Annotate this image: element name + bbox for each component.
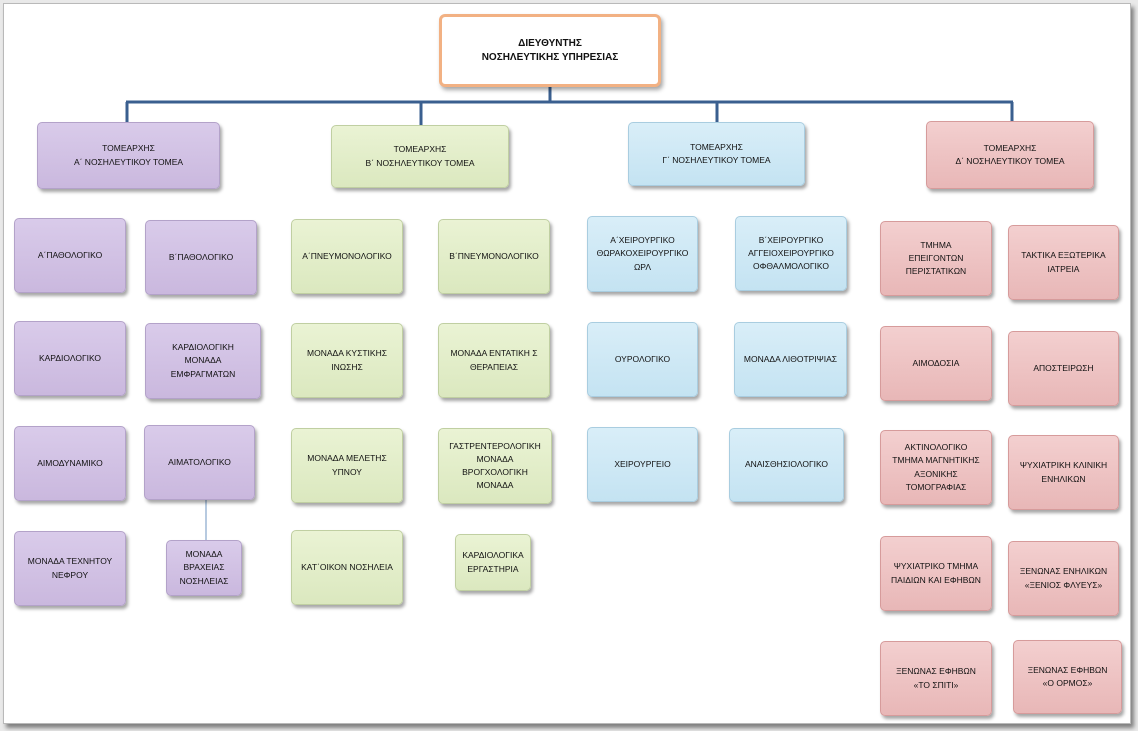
unit-b-pulmonology-2: Β΄ΠΝΕΥΜΟΝΟΛΟΓΙΚΟ bbox=[438, 219, 550, 294]
unit-coronary-care: ΚΑΡΔΙΟΛΟΓΙΚΗ ΜΟΝΑΔΑ ΕΜΦΡΑΓΜΑΤΩΝ bbox=[145, 323, 261, 399]
unit-radiology: ΑΚΤΙΝΟΛΟΓΙΚΟ ΤΜΗΜΑ ΜΑΓΝΗΤΙΚΗΣ ΑΞΟΝΙΚΗΣ Τ… bbox=[880, 430, 992, 505]
unit-haematology: ΑΙΜΑΤΟΛΟΓΙΚΟ bbox=[144, 425, 255, 500]
unit-urology: ΟΥΡΟΛΟΓΙΚΟ bbox=[587, 322, 698, 397]
unit-c-surgery-2: Β΄ΧΕΙΡΟΥΡΓΙΚΟ ΑΓΓΕΙΟΧΕΙΡΟΥΡΓΙΚΟ ΟΦΘΑΛΜΟΛ… bbox=[735, 216, 847, 291]
unit-adult-hostel: ΞΕΝΩΝΑΣ ΕΝΗΛΙΚΩΝ «ΞΕΝΙΟΣ ΦΛΥΕΥΣ» bbox=[1008, 541, 1119, 616]
unit-haemodynamic: ΑΙΜΟΔΥΝΑΜΙΚΟ bbox=[14, 426, 126, 501]
unit-cardiology-labs: ΚΑΡΔΙΟΛΟΓΙΚΑ ΕΡΓΑΣΤΗΡΙΑ bbox=[455, 534, 531, 591]
unit-teen-hostel-ormos: ΞΕΝΩΝΑΣ ΕΦΗΒΩΝ «Ο ΟΡΜΟΣ» bbox=[1013, 640, 1122, 714]
unit-short-stay: ΜΟΝΑΔΑ ΒΡΑΧΕΙΑΣ ΝΟΣΗΛΕΙΑΣ bbox=[166, 540, 242, 596]
unit-intensive-care: ΜΟΝΑΔΑ ΕΝΤΑΤΙΚΗ Σ ΘΕΡΑΠΕΙΑΣ bbox=[438, 323, 550, 398]
unit-sleep-study: ΜΟΝΑΔΑ ΜΕΛΕΤΗΣ ΥΠΝΟΥ bbox=[291, 428, 403, 503]
director-nursing-box: ΔΙΕΥΘΥΝΤΗΣ ΝΟΣΗΛΕΥΤΙΚΗΣ ΥΠΗΡΕΣΙΑΣ bbox=[439, 14, 661, 87]
unit-blood-bank: ΑΙΜΟΔΟΣΙΑ bbox=[880, 326, 992, 401]
unit-operating-theatre: ΧΕΙΡΟΥΡΓΕΙΟ bbox=[587, 427, 698, 502]
unit-adult-psychiatry: ΨΥΧΙΑΤΡΙΚΗ ΚΛΙΝΙΚΗ ΕΝΗΛΙΚΩΝ bbox=[1008, 435, 1119, 510]
unit-anaesthesiology: ΑΝΑΙΣΘΗΣΙΟΛΟΓΙΚΟ bbox=[729, 428, 844, 502]
sector-a-head: ΤΟΜΕΑΡΧΗΣ Α΄ ΝΟΣΗΛΕΥΤΙΚΟΥ ΤΟΜΕΑ bbox=[37, 122, 220, 189]
unit-a-pathology-1: Α΄ΠΑΘΟΛΟΓΙΚΟ bbox=[14, 218, 126, 293]
unit-cystic-fibrosis: ΜΟΝΑΔΑ ΚΥΣΤΙΚΗΣ ΙΝΩΣΗΣ bbox=[291, 323, 403, 398]
unit-emergency: ΤΜΗΜΑ ΕΠΕΙΓΟΝΤΩΝ ΠΕΡΙΣΤΑΤΙΚΩΝ bbox=[880, 221, 992, 296]
unit-c-surgery-1: Α΄ΧΕΙΡΟΥΡΓΙΚΟ ΘΩΡΑΚΟΧΕΙΡΟΥΡΓΙΚΟ ΩΡΛ bbox=[587, 216, 698, 292]
sector-b-head: ΤΟΜΕΑΡΧΗΣ Β΄ ΝΟΣΗΛΕΥΤΙΚΟΥ ΤΟΜΕΑ bbox=[331, 125, 509, 188]
unit-lithotripsy: ΜΟΝΑΔΑ ΛΙΘΟΤΡΙΨΙΑΣ bbox=[734, 322, 847, 397]
unit-outpatient-clinics: ΤΑΚΤΙΚΑ ΕΞΩΤΕΡΙΚΑ ΙΑΤΡΕΙΑ bbox=[1008, 225, 1119, 300]
unit-b-pulmonology-1: Α΄ΠΝΕΥΜΟΝΟΛΟΓΙΚΟ bbox=[291, 219, 403, 294]
unit-a-pathology-2: Β΄ΠΑΘΟΛΟΓΙΚΟ bbox=[145, 220, 257, 295]
unit-artificial-kidney: ΜΟΝΑΔΑ ΤΕΧΝΗΤΟΥ ΝΕΦΡΟΥ bbox=[14, 531, 126, 606]
sector-c-head: ΤΟΜΕΑΡΧΗΣ Γ΄ ΝΟΣΗΛΕΥΤΙΚΟΥ ΤΟΜΕΑ bbox=[628, 122, 805, 186]
unit-cardiology: ΚΑΡΔΙΟΛΟΓΙΚΟ bbox=[14, 321, 126, 396]
unit-gastro-bronchology: ΓΑΣΤΡΕΝΤΕΡΟΛΟΓΙΚΗ ΜΟΝΑΔΑ ΒΡΟΓΧΟΛΟΓΙΚΗ ΜΟ… bbox=[438, 428, 552, 504]
unit-sterilisation: ΑΠΟΣΤΕΙΡΩΣΗ bbox=[1008, 331, 1119, 406]
unit-child-psychiatry: ΨΥΧΙΑΤΡΙΚΟ ΤΜΗΜΑ ΠΑΙΔΙΩΝ ΚΑΙ ΕΦΗΒΩΝ bbox=[880, 536, 992, 611]
unit-teen-hostel-spiti: ΞΕΝΩΝΑΣ ΕΦΗΒΩΝ «ΤΟ ΣΠΙΤΙ» bbox=[880, 641, 992, 716]
sector-d-head: ΤΟΜΕΑΡΧΗΣ Δ΄ ΝΟΣΗΛΕΥΤΙΚΟΥ ΤΟΜΕΑ bbox=[926, 121, 1094, 189]
unit-home-care: ΚΑΤ΄ΟΙΚΟΝ ΝΟΣΗΛΕΙΑ bbox=[291, 530, 403, 605]
